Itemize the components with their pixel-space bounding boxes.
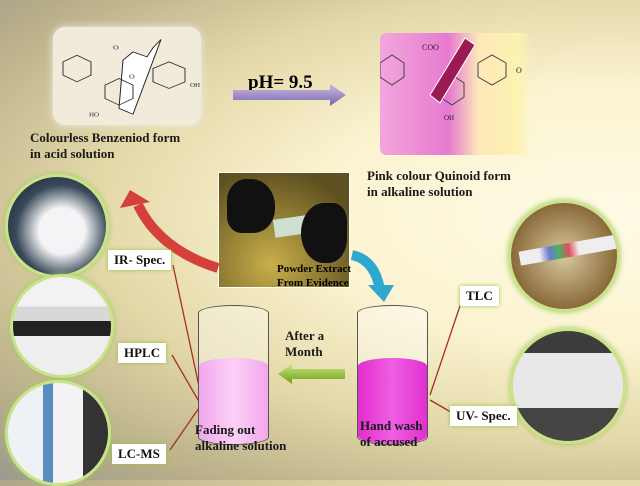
magenta-liquid: [358, 358, 427, 444]
svg-text:OH: OH: [444, 114, 454, 122]
hplc-image: [10, 274, 114, 378]
beaker-handwash: [357, 305, 428, 445]
after-month-arrow: [278, 364, 345, 384]
label-hplc: HPLC: [118, 343, 167, 363]
label-tlc: TLC: [460, 286, 499, 306]
svg-text:COO: COO: [422, 43, 439, 52]
hand-silhouette: [227, 179, 275, 233]
faded-liquid: [199, 358, 268, 444]
quinoid-structure: COO O OH: [379, 33, 532, 155]
faded-caption: Fading out alkaline solution: [195, 422, 287, 453]
label-uv-spec: UV- Spec.: [450, 406, 517, 426]
svg-text:O: O: [516, 66, 522, 75]
powder-caption: Powder Extract From Evidence: [277, 263, 352, 289]
quinoid-caption: Pink colour Quinoid form in alkaline sol…: [367, 168, 511, 199]
handwash-caption: Hand wash of accused: [360, 418, 423, 449]
benzenoid-structure: O O OH HO: [53, 27, 201, 125]
bribe-evidence-image: [218, 172, 350, 288]
label-ir-spec: IR- Spec.: [108, 250, 172, 270]
svg-text:O: O: [129, 72, 135, 80]
ir-spectrometer-image: [5, 174, 109, 278]
hand-silhouette: [301, 203, 347, 263]
atom-o1: O: [113, 43, 119, 51]
ph-label: pH= 9.5: [248, 72, 313, 93]
tlc-plate: [518, 234, 617, 266]
label-lcms: LC-MS: [112, 444, 166, 464]
lcms-image: [5, 380, 111, 486]
blue-curved-arrow: [350, 250, 385, 291]
benzenoid-caption: Colourless Benzeniod form in acid soluti…: [30, 130, 181, 161]
uv-spectrometer-image: [510, 328, 626, 444]
svg-text:HO: HO: [89, 112, 99, 118]
svg-text:OH: OH: [190, 82, 200, 88]
after-month-caption: After a Month: [285, 328, 325, 359]
beaker-faded: [198, 305, 269, 445]
tlc-image: [508, 200, 620, 312]
